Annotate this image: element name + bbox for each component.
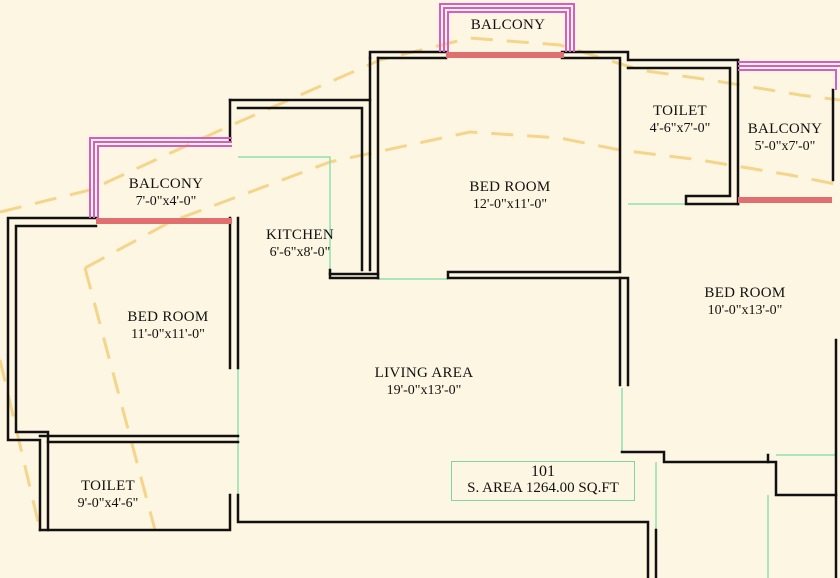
room-name: LIVING AREA	[374, 365, 474, 381]
room-living-area: LIVING AREA 19'-0"x13'-0"	[375, 364, 474, 400]
room-toilet-top: TOILET 4'-6"x7'-0"	[650, 102, 711, 138]
room-name: BALCONY	[747, 121, 823, 137]
dashed-path-lines	[0, 36, 840, 531]
room-dimensions: 5'-0"x7'-0"	[754, 139, 816, 154]
room-name: KITCHEN	[266, 227, 334, 243]
room-toilet-bottom: TOILET 9'-0"x4'-6"	[78, 477, 139, 513]
balcony-railings	[89, 3, 840, 218]
room-name: BED ROOM	[704, 285, 786, 301]
unit-area: S. AREA 1264.00 SQ.FT	[467, 480, 619, 496]
door-lines	[237, 156, 836, 578]
room-dimensions: 10'-0"x13'-0"	[707, 303, 783, 318]
room-balcony-right: BALCONY 5'-0"x7'-0"	[748, 120, 823, 156]
room-bedroom-center: BED ROOM 12'-0"x11'-0"	[469, 178, 550, 214]
room-balcony-left: BALCONY 7'-0"x4'-0"	[129, 175, 204, 211]
room-name: BALCONY	[470, 17, 546, 33]
room-name: BALCONY	[128, 176, 204, 192]
room-balcony-top: BALCONY	[471, 16, 546, 34]
room-name: TOILET	[80, 478, 135, 494]
room-name: TOILET	[652, 103, 707, 119]
room-name: BED ROOM	[127, 309, 209, 325]
room-kitchen: KITCHEN 6'-6"x8'-0"	[266, 226, 334, 262]
room-dimensions: 19'-0"x13'-0"	[386, 383, 462, 398]
room-bedroom-left: BED ROOM 11'-0"x11'-0"	[127, 308, 208, 344]
room-dimensions: 12'-0"x11'-0"	[472, 197, 548, 212]
unit-number: 101	[531, 463, 555, 480]
room-dimensions: 11'-0"x11'-0"	[131, 327, 205, 342]
room-name: BED ROOM	[469, 179, 551, 195]
room-dimensions: 7'-0"x4'-0"	[135, 194, 197, 209]
room-dimensions: 6'-6"x8'-0"	[269, 245, 331, 260]
walls	[6, 50, 838, 578]
room-bedroom-right: BED ROOM 10'-0"x13'-0"	[704, 284, 785, 320]
room-dimensions: 9'-0"x4'-6"	[77, 496, 139, 511]
balcony-sills	[96, 52, 832, 224]
unit-info-box: 101 S. AREA 1264.00 SQ.FT	[451, 461, 635, 501]
room-dimensions: 4'-6"x7'-0"	[649, 121, 711, 136]
